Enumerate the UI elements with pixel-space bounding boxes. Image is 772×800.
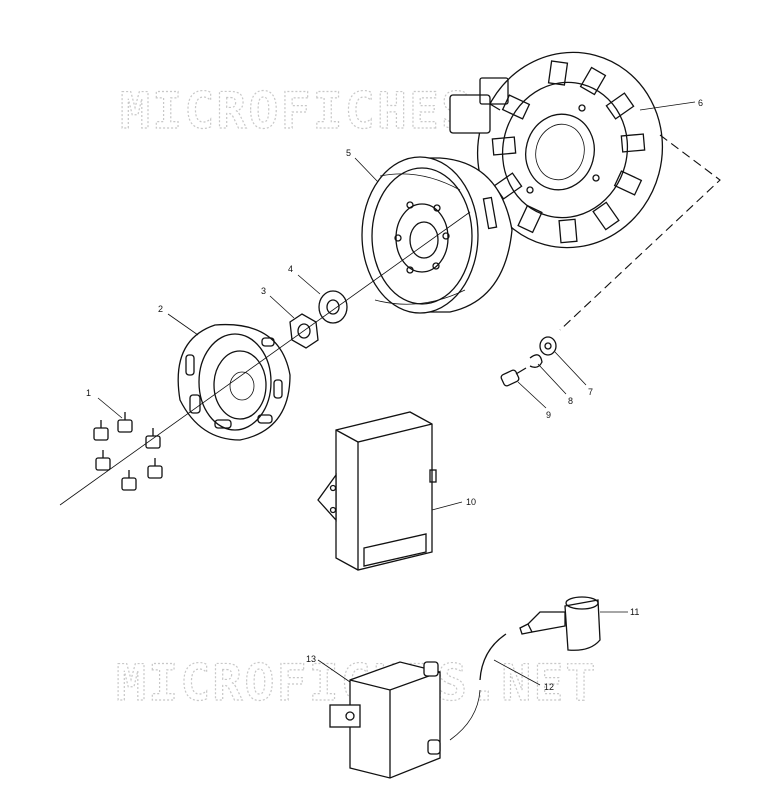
stator-dash-line [559,134,721,331]
leader-lines [97,101,696,686]
hv-lead-tail [449,689,481,741]
hv-lead-part [479,633,507,681]
recoil-cup-part [177,323,291,441]
callout-labels: 1 2 3 4 5 6 7 8 9 10 11 12 13 [86,98,703,692]
ignition-coil-part [329,661,441,779]
callout-6: 6 [698,98,703,108]
callout-2: 2 [158,304,163,314]
stator-part [449,51,664,249]
washer-part [318,290,348,324]
callout-4: 4 [288,264,293,274]
callout-10: 10 [466,497,476,507]
callout-7: 7 [588,387,593,397]
callout-12: 12 [544,682,554,692]
callout-11: 11 [630,607,639,617]
assembly-axis-line [59,211,471,506]
small-hardware-part [500,336,557,387]
callout-1: 1 [86,388,91,398]
callout-13: 13 [306,654,316,664]
bolt-set-part [93,412,163,491]
cdi-module-part [317,411,437,571]
flywheel-part [361,156,513,314]
callout-5: 5 [346,148,351,158]
callout-9: 9 [546,410,551,420]
callout-8: 8 [568,396,573,406]
callout-3: 3 [261,286,266,296]
spark-plug-cap-part [519,596,601,651]
